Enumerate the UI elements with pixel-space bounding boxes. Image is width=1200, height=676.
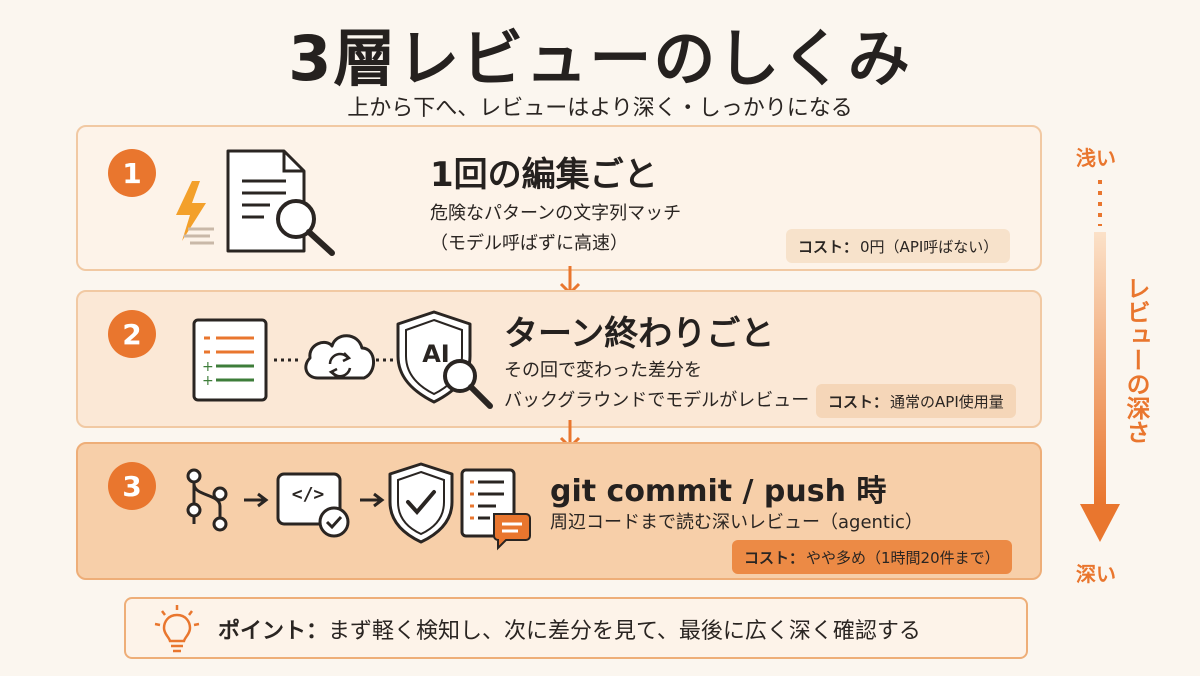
arrow-right-icon — [244, 492, 269, 508]
page-title: 3層レビューのしくみ — [288, 22, 912, 95]
ai-shield-search-icon — [396, 310, 493, 409]
cost-label: コスト： — [744, 548, 805, 567]
lightbulb-icon — [154, 605, 200, 653]
checklist-icon: + + — [192, 318, 268, 402]
stage-1-number: 1 — [108, 149, 156, 197]
depth-deep-label: 深い — [1076, 562, 1116, 586]
point-callout: ポイント：まず軽く検知し、次に差分を見て、最後に広く深く確認する — [124, 597, 1028, 659]
stage-2-desc-line: バックグラウンドでモデルがレビュー — [504, 390, 810, 411]
stage-3-desc-line: 周辺コードまで読む深いレビュー（agentic） — [550, 512, 923, 533]
cost-label: コスト： — [798, 237, 859, 256]
stage-2-desc-line: その回で変わった差分を — [504, 360, 702, 381]
point-message: まず軽く検知し、次に差分を見て、最後に広く深く確認する — [328, 619, 921, 644]
stage-1-desc-line: 危険なパターンの文字列マッチ — [430, 203, 682, 224]
point-label: ポイント： — [218, 619, 329, 644]
git-branch-icon — [186, 468, 228, 532]
dotted-connector — [274, 358, 300, 362]
stage-1-cost-badge: コスト： 0円（API呼ばない） — [786, 229, 1011, 263]
stage-2-card: 2 + + AI ターン終わりごと その回で変わった差分を バックグラウンドでモ… — [76, 290, 1042, 428]
depth-axis-label: レビューの深さ — [1122, 276, 1150, 444]
stage-3-cost-badge: コスト： やや多め（1時間20件まで） — [732, 540, 1012, 574]
stage-1-description: 危険なパターンの文字列マッチ （モデル呼ばずに高速） — [430, 199, 681, 259]
stage-3-description: 周辺コードまで読む深いレビュー（agentic） — [550, 508, 923, 538]
point-text: ポイント：まず軽く検知し、次に差分を見て、最後に広く深く確認する — [218, 613, 921, 645]
document-search-icon — [226, 149, 335, 256]
cloud-sync-icon — [304, 334, 375, 380]
depth-shallow-label: 浅い — [1076, 146, 1116, 170]
stage-2-title: ターン終わりごと — [504, 314, 775, 354]
stage-3-title: git commit / push 時 — [550, 474, 887, 509]
page-subtitle: 上から下へ、レビューはより深く・しっかりになる — [347, 96, 853, 121]
document-comment-icon — [460, 468, 531, 551]
cost-value: 0円（API呼ばない） — [860, 237, 999, 256]
shield-check-icon — [388, 462, 454, 544]
stage-1-title: 1回の編集ごと — [430, 155, 658, 195]
lightning-icon — [176, 181, 214, 245]
arrow-right-icon — [360, 492, 385, 508]
cost-value: やや多め（1時間20件まで） — [806, 548, 1000, 567]
depth-dotted-line — [1098, 180, 1102, 226]
stage-3-number: 3 — [108, 462, 156, 510]
code-check-icon — [276, 472, 350, 538]
cost-value: 通常のAPI使用量 — [890, 392, 1004, 411]
svg-text:+: + — [202, 373, 214, 389]
stage-2-number: 2 — [108, 310, 156, 358]
stage-1-desc-line: （モデル呼ばずに高速） — [430, 233, 628, 254]
stage-2-cost-badge: コスト： 通常のAPI使用量 — [816, 384, 1016, 418]
depth-arrow-icon — [1080, 232, 1120, 542]
stage-2-description: その回で変わった差分を バックグラウンドでモデルがレビュー — [504, 356, 809, 416]
cost-label: コスト： — [828, 392, 889, 411]
stage-1-card: 1 1回の編集ごと 危険なパターンの文字列マッチ （モデル呼ばずに高速） コスト… — [76, 125, 1042, 271]
ai-badge-text: AI — [422, 340, 450, 368]
svg-text:+: + — [202, 359, 214, 375]
stage-3-card: 3 </> git com — [76, 442, 1042, 580]
code-icon-text: </> — [291, 484, 325, 505]
